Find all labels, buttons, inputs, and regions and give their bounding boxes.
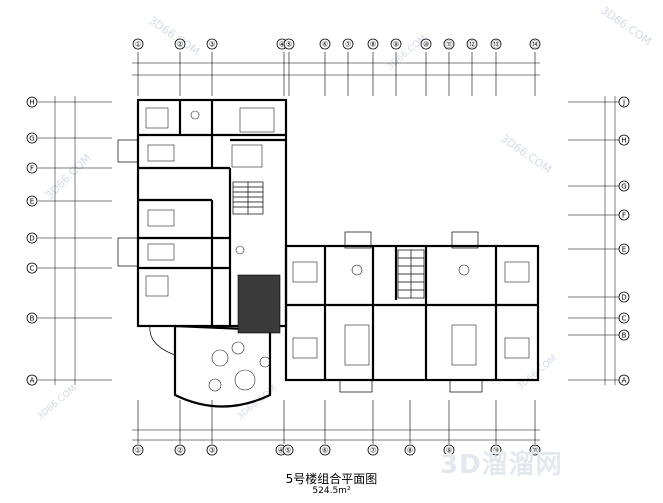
right-block-walls	[284, 231, 540, 393]
axis-label-top-5: ⑤	[286, 41, 292, 49]
axis-label-top-10: ⑩	[423, 41, 429, 49]
axis-label-left-H: H	[29, 99, 34, 107]
axis-label-bottom-2: ②	[177, 447, 183, 455]
axis-label-right-J: J	[622, 99, 625, 107]
axis-label-right-A: A	[622, 377, 627, 385]
left-wing-walls	[117, 98, 288, 328]
axis-label-top-12: ⑫	[469, 41, 476, 49]
axis-label-right-F: F	[622, 212, 626, 220]
axis-label-top-3: ③	[209, 41, 215, 49]
axis-label-top-6: ⑥	[322, 41, 328, 49]
axis-label-right-H: H	[621, 137, 626, 145]
axis-markers-right: J H G F E D C B A	[618, 96, 630, 386]
axis-label-top-7: ⑦	[345, 41, 351, 49]
svg-text:3D66.COM: 3D66.COM	[498, 132, 554, 176]
svg-text:3D66.COM: 3D66.COM	[386, 34, 429, 73]
axis-label-bottom-1: ①	[135, 447, 141, 455]
axis-markers-top: ① ② ③ ④ ⑤ ⑥ ⑦ ⑧ ⑨ ⑩ ⑪ ⑫ ⑬ ⑭	[132, 38, 541, 50]
axis-label-right-G: G	[621, 183, 626, 191]
svg-text:3D66.COM: 3D66.COM	[43, 151, 94, 202]
axis-label-left-E: E	[30, 198, 34, 206]
axis-label-top-4: ④	[279, 41, 285, 49]
svg-text:3D66.COM: 3D66.COM	[598, 4, 654, 48]
axis-label-bottom-7: ⑦	[370, 447, 376, 455]
axis-label-bottom-8: ⑧	[407, 447, 413, 455]
axis-label-left-B: B	[30, 315, 35, 323]
svg-text:3D66.COM: 3D66.COM	[146, 14, 202, 58]
axis-label-bottom-3: ③	[209, 447, 215, 455]
axis-label-top-11: ⑪	[446, 41, 453, 49]
grid-axis-lines	[38, 52, 620, 444]
axis-label-bottom-4: ④	[278, 447, 284, 455]
watermark-layer: 3D66.COM 3D66.COM 3D66.COM 3D66.COM 3D66…	[36, 4, 654, 422]
axis-label-left-D: D	[29, 235, 34, 243]
axis-label-bottom-5: ⑤	[285, 447, 291, 455]
axis-label-top-9: ⑨	[393, 41, 399, 49]
watermark-brand: 3D溜溜网	[440, 450, 563, 480]
axis-markers-bottom: ① ② ③ ④ ⑤ ⑥ ⑦ ⑧ ⑨ ⑩ ⑪	[132, 444, 541, 456]
drawing-area: 524.5m²	[312, 486, 351, 496]
axis-label-left-G: G	[29, 135, 34, 143]
axis-label-top-13: ⑬	[493, 41, 500, 49]
axis-label-left-C: C	[30, 265, 35, 273]
axis-label-bottom-6: ⑥	[322, 447, 328, 455]
axis-label-bottom-10: ⑩	[493, 447, 499, 455]
axis-label-right-B: B	[622, 332, 627, 340]
axis-label-bottom-11: ⑪	[532, 447, 539, 455]
drawing-title: 5号楼组合平面图	[285, 472, 378, 486]
axis-label-right-E: E	[622, 246, 626, 254]
svg-text:3D66.COM: 3D66.COM	[36, 384, 79, 423]
axis-label-top-2: ②	[177, 41, 183, 49]
axis-label-top-14: ⑭	[532, 41, 539, 49]
axis-label-left-A: A	[30, 377, 35, 385]
axis-label-right-D: D	[621, 294, 626, 302]
axis-label-top-1: ①	[135, 41, 141, 49]
axis-label-bottom-9: ⑨	[446, 447, 452, 455]
axis-label-right-C: C	[622, 315, 627, 323]
bay-living-area	[138, 274, 281, 408]
axis-markers-left: H G F E D C B A	[26, 96, 38, 386]
axis-label-top-8: ⑧	[370, 41, 376, 49]
axis-label-left-F: F	[30, 165, 34, 173]
left-wing-furniture	[145, 107, 275, 297]
